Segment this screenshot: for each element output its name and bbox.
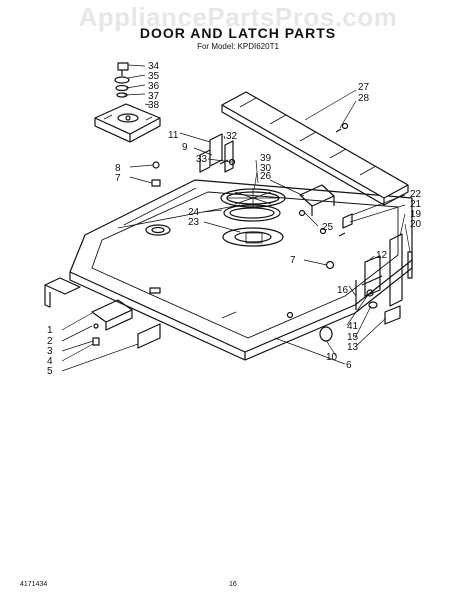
callout-30: 30 bbox=[260, 163, 272, 174]
watermark: AppliancePartsPros.com bbox=[78, 2, 398, 32]
page-number: 16 bbox=[229, 581, 237, 588]
callout-1: 1 bbox=[47, 325, 53, 336]
document-number: 4171434 bbox=[20, 581, 48, 588]
callout-6: 6 bbox=[346, 360, 352, 371]
callout-16: 16 bbox=[337, 285, 349, 296]
callout-7: 7 bbox=[290, 255, 296, 266]
callout-9: 9 bbox=[182, 142, 188, 153]
spray-arm-assembly bbox=[220, 188, 286, 247]
latch-assembly bbox=[94, 62, 161, 143]
callout-35: 35 bbox=[148, 71, 160, 82]
callout-12: 12 bbox=[376, 250, 388, 261]
door-inner-panel bbox=[69, 179, 413, 361]
diagram-subtitle: For Model: KPDI620T1 bbox=[197, 42, 279, 51]
callout-4: 4 bbox=[47, 356, 53, 367]
callout-8: 8 bbox=[115, 163, 121, 174]
hinge-bracket-parts bbox=[151, 133, 236, 187]
callout-36: 36 bbox=[148, 81, 160, 92]
callout-23: 23 bbox=[188, 217, 200, 228]
callout-24: 24 bbox=[188, 207, 200, 218]
lower-left-parts bbox=[44, 277, 161, 349]
callout-11: 11 bbox=[168, 130, 179, 141]
callout-19: 19 bbox=[410, 209, 422, 220]
callout-39: 39 bbox=[260, 153, 272, 164]
callout-13: 13 bbox=[347, 342, 359, 353]
callout-37: 37 bbox=[148, 91, 160, 102]
callout-34: 34 bbox=[148, 61, 160, 72]
callout-28: 28 bbox=[358, 93, 370, 104]
callout-38: 38 bbox=[148, 100, 160, 111]
callout-5: 5 bbox=[47, 366, 53, 377]
diagram-title: DOOR AND LATCH PARTS bbox=[139, 25, 337, 41]
callout-41: 41 bbox=[347, 321, 359, 332]
callout-3: 3 bbox=[47, 346, 53, 357]
callout-25: 25 bbox=[322, 222, 334, 233]
callout-32: 32 bbox=[226, 131, 238, 142]
vent-duct bbox=[221, 91, 409, 206]
leader-lines bbox=[61, 64, 411, 372]
callout-26: 26 bbox=[260, 171, 272, 182]
callout-7: 7 bbox=[115, 173, 121, 184]
callout-33: 33 bbox=[196, 154, 208, 165]
callout-20: 20 bbox=[410, 219, 422, 230]
callout-22: 22 bbox=[410, 189, 422, 200]
callout-2: 2 bbox=[47, 336, 53, 347]
callout-21: 21 bbox=[410, 199, 422, 210]
callout-10: 10 bbox=[326, 352, 338, 363]
callout-27: 27 bbox=[358, 82, 370, 93]
callout-15: 15 bbox=[347, 332, 359, 343]
right-side-hardware bbox=[298, 184, 413, 342]
